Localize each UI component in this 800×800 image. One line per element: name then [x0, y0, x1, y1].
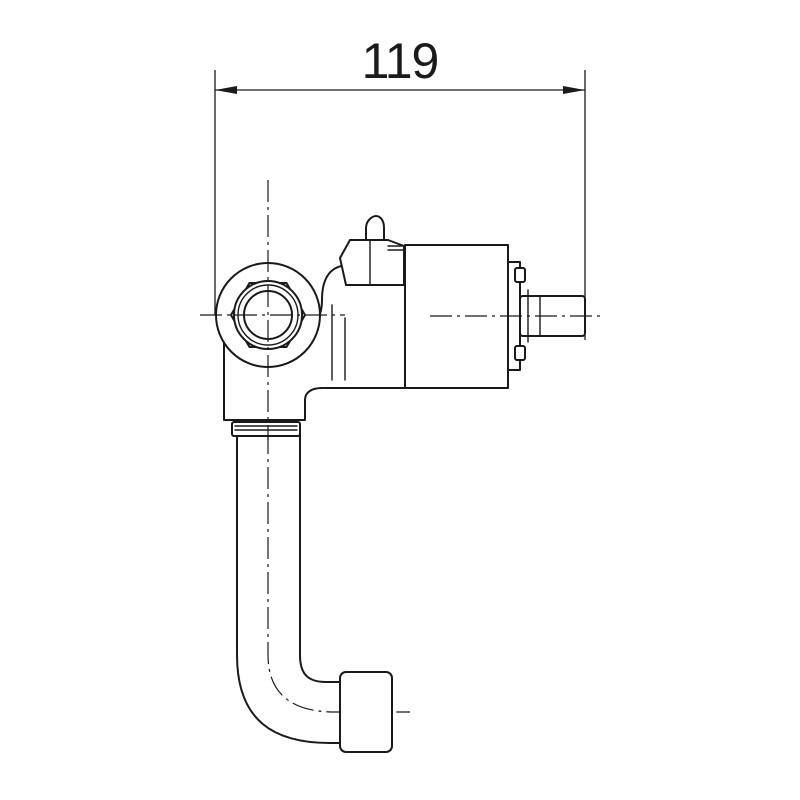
pipe-body: [236, 431, 341, 744]
center-lines: [200, 180, 600, 440]
dimension-overall-width: 119: [214, 33, 586, 340]
arrow-left-icon: [215, 86, 237, 94]
pipe-nut: [231, 421, 301, 437]
pipe-socket: [339, 671, 393, 753]
lower-lug: [514, 345, 526, 361]
pipe-centerline: [267, 432, 410, 713]
nozzle-collar: [339, 239, 405, 286]
top-nozzle: [339, 215, 405, 286]
arrow-right-icon: [563, 86, 585, 94]
dimension-value: 119: [362, 33, 439, 89]
upper-lug: [514, 267, 526, 283]
outlet-pipe: [231, 421, 410, 753]
